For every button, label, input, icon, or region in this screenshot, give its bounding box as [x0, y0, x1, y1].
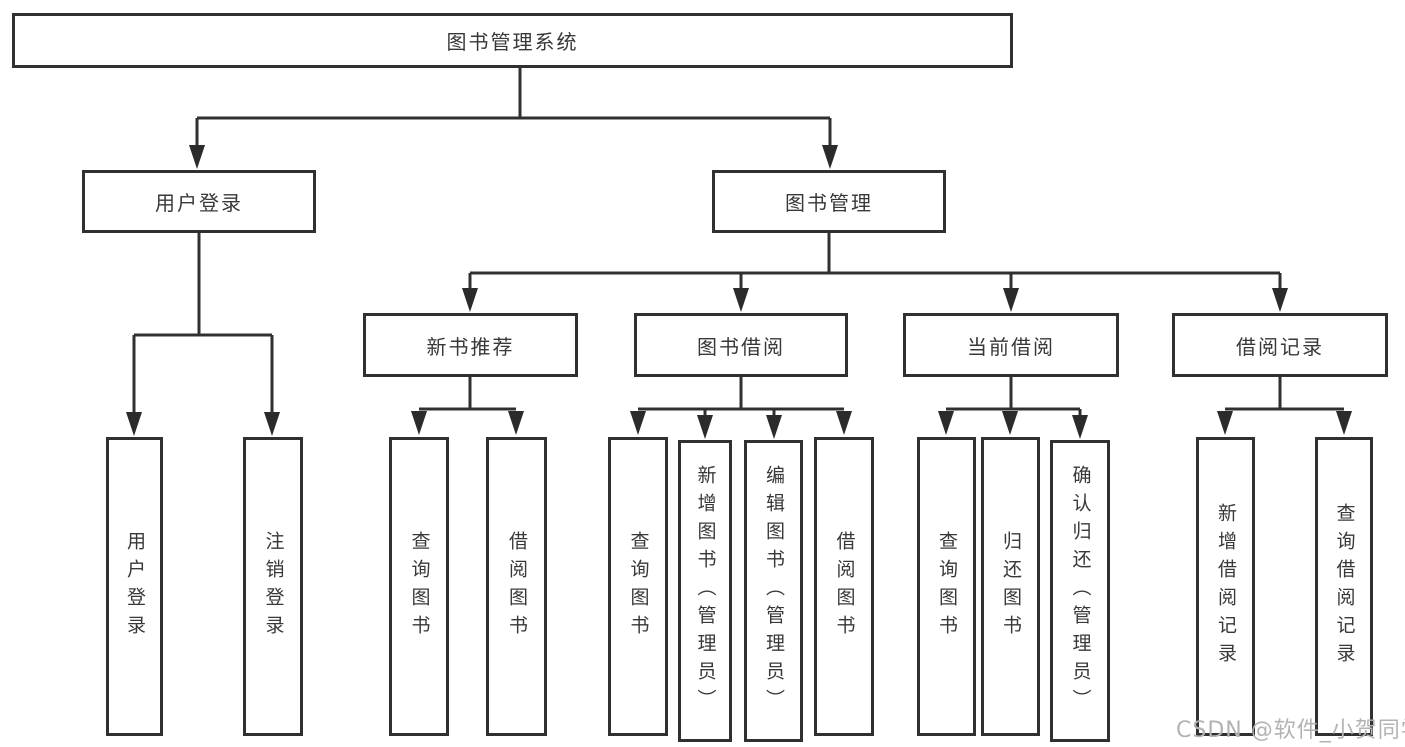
node-label: 归还图书: [1000, 530, 1022, 643]
node-user-login: 用户登录: [82, 170, 316, 233]
leaf-borrow-query-books: 查询图书: [608, 437, 668, 736]
node-label: 确认归还（管理员）: [1069, 465, 1092, 717]
node-root-system: 图书管理系统: [12, 13, 1013, 68]
node-label: 查询图书: [936, 530, 958, 643]
node-label: 用户登录: [155, 191, 243, 215]
node-label: 注销登录: [262, 530, 285, 643]
leaf-borrow-borrow-books: 借阅图书: [814, 437, 874, 736]
node-label: 当前借阅: [967, 334, 1055, 359]
node-label: 用户登录: [124, 530, 146, 643]
csdn-watermark: CSDN @软件_小贺同学: [1176, 718, 1405, 743]
node-borrow-records: 借阅记录: [1172, 313, 1388, 377]
node-label: 新书推荐: [426, 334, 515, 359]
node-current-borrowing: 当前借阅: [903, 313, 1119, 377]
leaf-current-confirm-return-admin: 确认归还（管理员）: [1050, 440, 1110, 742]
leaf-borrow-add-books-admin: 新增图书（管理员）: [678, 440, 732, 742]
leaf-records-add-borrow-record: 新增借阅记录: [1196, 437, 1255, 736]
node-label: 图书管理: [785, 191, 873, 215]
node-label: 查询图书: [408, 530, 431, 643]
leaf-current-return-books: 归还图书: [981, 437, 1040, 736]
node-label: 借阅图书: [833, 530, 856, 643]
leaf-recommend-borrow-books: 借阅图书: [486, 437, 547, 736]
node-label: 新增借阅记录: [1215, 502, 1237, 671]
node-label: 查询图书: [627, 530, 650, 643]
leaf-user-login: 用户登录: [106, 437, 163, 736]
node-label: 编辑图书（管理员）: [763, 465, 785, 717]
node-label: 新增图书（管理员）: [694, 465, 717, 717]
leaf-current-query-books: 查询图书: [917, 437, 976, 736]
node-label: 借阅图书: [506, 530, 528, 643]
node-label: 图书借阅: [697, 334, 785, 359]
node-label: 借阅记录: [1236, 334, 1324, 359]
leaf-recommend-query-books: 查询图书: [389, 437, 449, 736]
node-label: 图书管理系统: [446, 30, 579, 54]
leaf-logout: 注销登录: [243, 437, 303, 736]
node-new-book-recommend: 新书推荐: [363, 313, 578, 377]
node-book-management: 图书管理: [712, 170, 946, 233]
node-book-borrowing: 图书借阅: [634, 313, 848, 377]
leaf-records-query-borrow-record: 查询借阅记录: [1315, 437, 1373, 736]
node-label: 查询借阅记录: [1333, 502, 1356, 671]
leaf-borrow-edit-books-admin: 编辑图书（管理员）: [744, 440, 803, 742]
